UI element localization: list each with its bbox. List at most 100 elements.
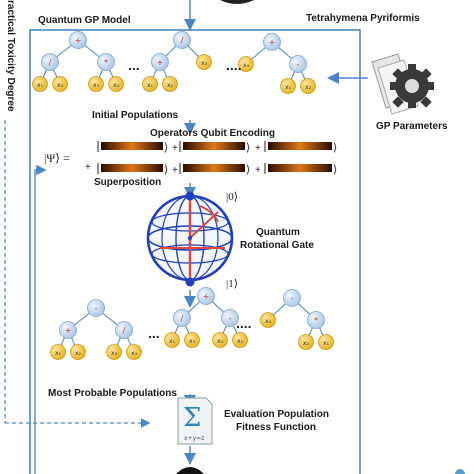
tree-leaf-node [70,344,86,360]
top-shape [220,0,254,4]
rotational-gate-line1: Quantum [256,227,300,238]
tree-operator-node-label: / [49,58,52,67]
qubit-strip [268,164,332,172]
tree-leaf-node-label: x₁ [147,82,154,89]
svg-text:⟩: ⟩ [246,142,250,154]
tree-operator-node [69,31,87,49]
svg-text:Σ: Σ [183,403,201,433]
sphere-icon [146,191,234,287]
tree-leaf-node [300,78,316,94]
tree-leaf-node-label: x₂ [305,84,312,91]
tree-operator-node [173,31,191,49]
tree-operator-node [59,321,77,339]
tree-operator-node-label: - [95,304,98,313]
evaluation-line1: Evaluation Population [224,409,330,420]
svg-text:⟩: ⟩ [333,142,337,154]
svg-text:+: + [85,162,91,173]
tree-leaf-node [52,76,68,92]
tree-leaf-node-label: x₂ [237,338,244,345]
svg-text:+: + [255,143,261,154]
tree-operator-node [41,53,59,71]
tree-leaf-node [318,334,334,350]
psi-equals: |Ψ⟩ = [44,151,70,165]
tree-leaf-node [212,332,228,348]
feedback-line [34,164,47,474]
tree-leaf-node [196,54,212,70]
tree-operator-node [263,33,281,51]
tree-leaf-node [238,56,254,72]
model-title: Quantum GP Model [38,15,131,26]
tree-leaf-node-label: x₁ [285,84,292,91]
svg-text:⟩: ⟩ [333,164,337,176]
superposition-label: Superposition [94,177,162,188]
tree-operator-node [87,299,105,317]
qubit-strip [183,164,245,172]
tree-leaf-node [184,332,200,348]
tree-operator-node [115,321,133,339]
tree-operator-node-label: + [65,326,72,335]
tree-operator-node [173,309,191,327]
svg-text:+: + [172,165,178,176]
tree-leaf-node [280,78,296,94]
tree-operator-node [97,53,115,71]
tree-leaf-node [32,76,48,92]
qubit-strip [101,164,163,172]
tree-leaf-node [232,332,248,348]
tree-operator-node-label: + [157,58,164,67]
tree-operator-node-label: * [104,58,108,67]
svg-text:x+y=z: x+y=z [184,435,204,442]
organism-label: Tetrahymena Pyriformis [306,13,420,24]
tree-operator-node-label: / [123,326,126,335]
qubit-row-2: + ⟩ + ⟩ + ⟩ [85,162,337,176]
tree-leaf-node [106,344,122,360]
svg-text:⟩: ⟩ [164,164,168,176]
ket-one: |1⟩ [226,278,238,290]
tree-operator-node [221,309,239,327]
operators-qubit-label: Operators Qubit Encoding [150,128,276,139]
ellipsis-initial-1: ... [128,57,140,73]
qubit-strip [183,142,245,150]
tree-operator-node-label: - [291,294,294,303]
tree-leaf-node [164,332,180,348]
tree-operator-node [289,55,307,73]
initial-populations-label: Initial Populations [92,110,179,121]
tree-operator-node-label: + [203,292,210,301]
tree-leaf-node-label: x₁ [323,340,330,347]
tree-leaf-node-label: x₃ [93,82,100,89]
tree-leaf-node-label: x₂ [57,82,64,89]
svg-text:⟩: ⟩ [164,142,168,154]
tree-leaf-node-label: x₄ [243,62,250,69]
tree-leaf-node [298,334,314,350]
tree-operator-node-label: - [229,314,232,323]
tree-leaf-node-label: x₁ [37,82,44,89]
ellipsis-probable-1: ... [148,325,160,341]
tree-operator-node-label: - [297,60,300,69]
tree-leaf-node-label: x₄ [217,338,224,345]
tree-leaf-node [50,344,66,360]
svg-text:+: + [255,165,261,176]
tree-operator-node-label: / [181,314,184,323]
tree-leaf-node-label: x₄ [265,318,272,325]
qubit-strip [101,142,163,150]
corner-marker [455,469,465,474]
ket-zero: |0⟩ [226,191,238,203]
tree-operator-node-label: + [75,36,82,45]
rotational-gate-line2: Rotational Gate [240,240,314,251]
tree-leaf-node [108,76,124,92]
sigma-icon: Σ x+y=z [177,397,213,445]
svg-text:⟩: ⟩ [246,164,250,176]
gp-parameters-label: GP Parameters [376,121,448,132]
tree-operator-node [307,311,325,329]
tree-leaf-node [142,76,158,92]
tree-leaf-node [126,344,142,360]
tree-operator-node-label: * [314,316,318,325]
ellipsis-initial-2: .... [226,57,242,73]
tree-leaf-node-label: x₂ [75,350,82,357]
tree-leaf-node-label: x₃ [111,350,118,357]
evaluation-line2: Fitness Function [236,422,316,433]
tree-leaf-node-label: x₄ [131,350,138,357]
tree-leaf-node [260,312,276,328]
tree-operator-node-label: / [181,36,184,45]
